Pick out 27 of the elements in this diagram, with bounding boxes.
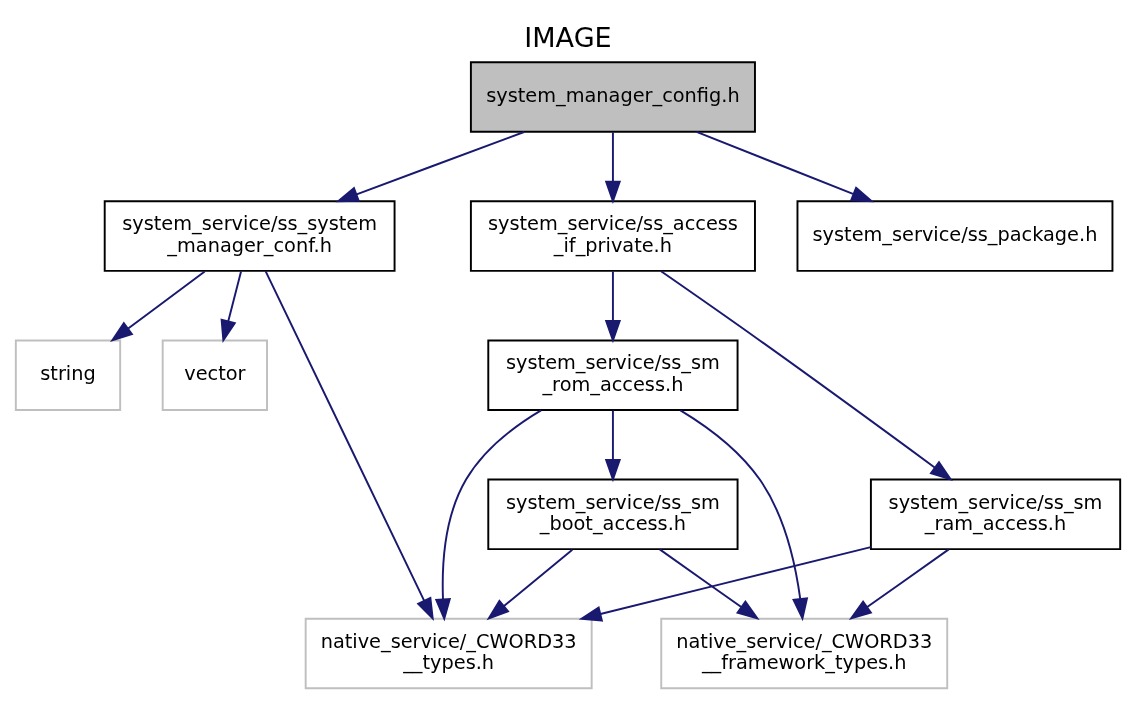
arrow [658,547,760,620]
node-box: native_service/_CWORD33 __types.h [304,617,593,689]
arrow [434,408,542,622]
node-box: system_manager_config.h [469,60,756,133]
arrow [604,409,622,482]
node-box: string [14,338,122,411]
arrow [110,270,206,342]
node-box: system_service/ss_sm _ram_access.h [869,478,1122,550]
node-box: system_service/ss_sm _rom_access.h [487,338,739,411]
node-box: system_service/ss_access _if_private.h [469,199,756,272]
arrow [659,269,953,481]
arrow [486,548,574,620]
arrow [220,270,242,343]
arrow [679,408,809,621]
node-box: system_service/ss_sm _boot_access.h [487,478,739,550]
arrow [335,130,526,202]
arrow [695,130,875,202]
arrow [578,545,872,622]
arrow [848,547,950,620]
diagram-title: IMAGE [524,21,612,53]
arrow [264,269,434,621]
node-box: vector [161,338,268,411]
node-box: system_service/ss_system _manager_conf.h [103,199,396,272]
arrow [604,270,622,343]
arrow [604,130,622,204]
node-box: native_service/_CWORD33 __framework_types.h [660,617,949,689]
node-box: system_service/ss_package.h [796,199,1114,272]
